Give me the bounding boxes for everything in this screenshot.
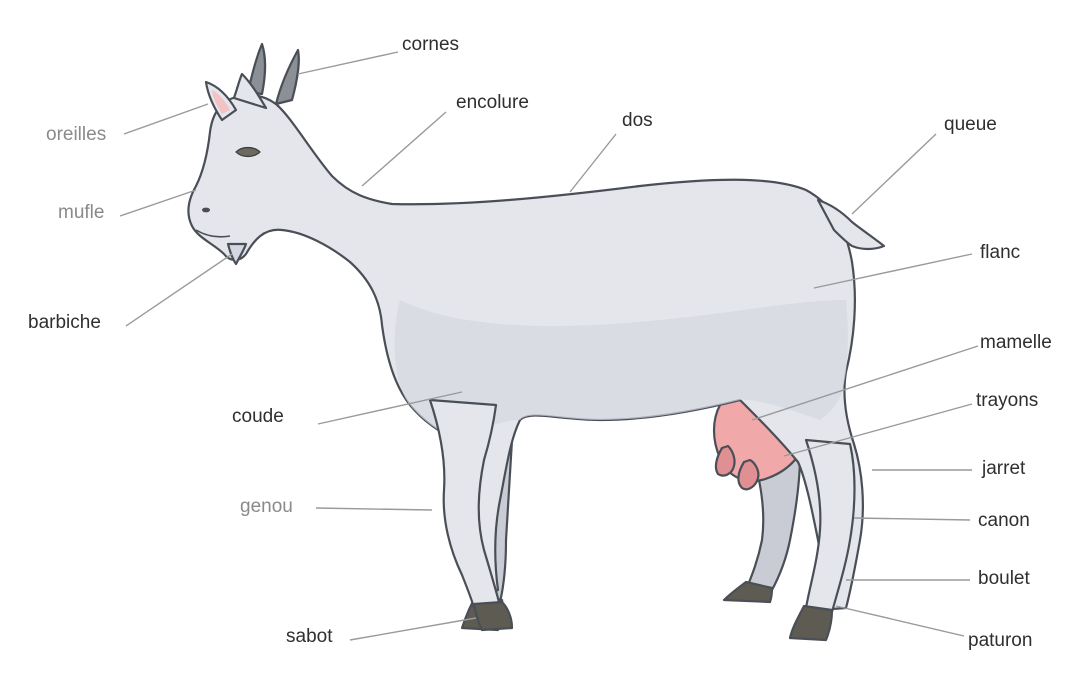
horn-back — [276, 50, 299, 104]
goat-eye — [236, 148, 260, 157]
goat-illustration — [189, 44, 884, 640]
leader-sabot — [350, 618, 476, 640]
label-genou: genou — [240, 496, 293, 517]
leader-genou — [316, 508, 432, 510]
label-trayons: trayons — [976, 390, 1038, 411]
label-coude: coude — [232, 406, 284, 427]
label-mufle: mufle — [58, 202, 104, 223]
leader-dos — [570, 134, 616, 192]
leader-barbiche — [126, 254, 232, 326]
leader-canon — [854, 518, 970, 520]
leader-mufle — [120, 190, 196, 216]
label-queue: queue — [944, 114, 997, 135]
label-boulet: boulet — [978, 568, 1030, 589]
leader-encolure — [362, 112, 446, 186]
label-jarret: jarret — [981, 458, 1026, 479]
label-cornes: cornes — [402, 34, 459, 55]
label-mamelle: mamelle — [980, 332, 1052, 353]
leader-oreilles — [124, 104, 208, 134]
leader-cornes — [298, 52, 398, 74]
label-paturon: paturon — [968, 630, 1032, 651]
goat-nostril — [202, 208, 210, 213]
label-dos: dos — [622, 110, 653, 131]
near-hind-hoof — [790, 606, 832, 640]
label-canon: canon — [978, 510, 1030, 531]
label-barbiche: barbiche — [28, 312, 101, 333]
leader-queue — [852, 134, 936, 214]
leader-paturon — [836, 606, 964, 636]
label-encolure: encolure — [456, 92, 529, 113]
label-flanc: flanc — [980, 242, 1020, 263]
near-front-hoof — [474, 602, 512, 630]
label-oreilles: oreilles — [46, 124, 106, 145]
label-sabot: sabot — [286, 626, 333, 647]
